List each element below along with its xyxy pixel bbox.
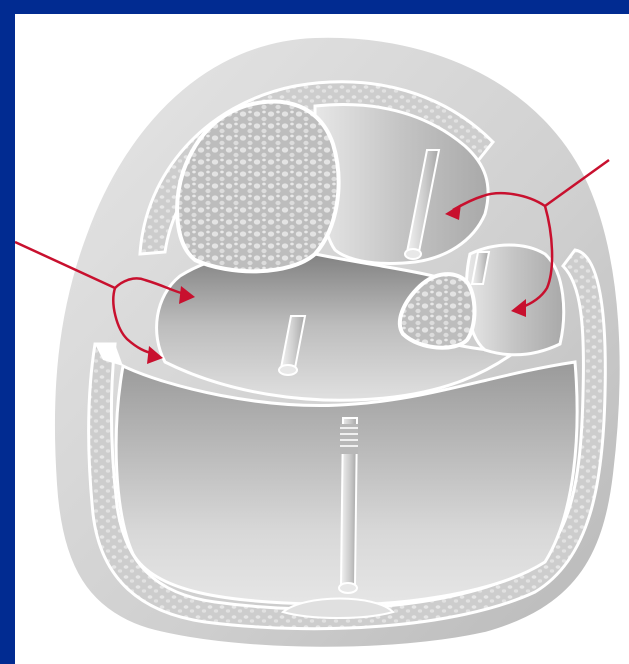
strut-rod-end [405,249,421,259]
diagram-canvas [15,14,629,664]
cross-section-diagram [15,14,629,664]
rod-coupling [340,424,358,454]
strut-rod-end [279,365,297,375]
strut-rod-end [339,583,357,593]
